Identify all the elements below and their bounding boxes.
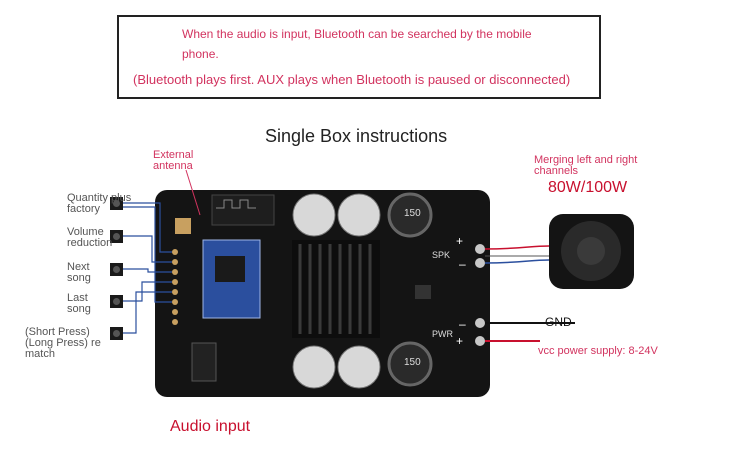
speaker-caption-2: channels: [534, 165, 579, 177]
svg-text:–: –: [459, 317, 466, 331]
svg-text:–: –: [459, 257, 466, 271]
button-wires: [123, 202, 172, 334]
vcc-label: vcc power supply: 8-24V: [538, 345, 658, 357]
antenna-module: [211, 194, 275, 226]
inductor-label-1: 150: [404, 208, 421, 219]
speaker-caption-1: Merging left and right: [534, 154, 638, 166]
note-box: When the audio is input, Bluetooth can b…: [117, 15, 601, 99]
note-line-3: (Bluetooth plays first. AUX plays when B…: [133, 72, 571, 87]
bluetooth-chip: [215, 256, 245, 282]
note-line-2: phone.: [182, 47, 219, 61]
capacitor-3: [292, 345, 336, 389]
inductor-1: [387, 192, 433, 238]
heatsink: [292, 240, 380, 338]
svg-text:+: +: [456, 234, 463, 248]
tact-buttons: [110, 197, 123, 340]
capacitor-4: [337, 345, 381, 389]
inductor-label-2: 150: [404, 357, 421, 368]
button-3-label-1: Next: [67, 261, 90, 273]
button-3-label-2: song: [67, 272, 91, 284]
capacitor-2: [337, 193, 381, 237]
speaker-power: 80W/100W: [548, 179, 628, 196]
inductor-2: [387, 341, 433, 387]
button-1-label-2: factory: [67, 203, 101, 215]
button-5-label-3: match: [25, 348, 55, 360]
note-line-1: When the audio is input, Bluetooth can b…: [182, 27, 532, 41]
button-1-label-1: Quantity plus: [67, 192, 132, 204]
svg-text:+: +: [456, 334, 463, 348]
pwr-label: PWR: [432, 329, 453, 339]
gnd-label: GND: [545, 315, 572, 329]
antenna-pointer: [185, 169, 201, 216]
antenna-label-2: antenna: [153, 160, 193, 172]
button-4-label-2: song: [67, 303, 91, 315]
speaker-dustcap: [577, 237, 605, 265]
button-2-label-1: Volume: [67, 226, 104, 238]
antenna-connector: [175, 218, 191, 234]
audio-jack: [191, 342, 217, 382]
chip: [415, 285, 431, 299]
page-title: Single Box instructions: [265, 126, 448, 146]
audio-input-label: Audio input: [170, 418, 251, 435]
capacitor-1: [292, 193, 336, 237]
button-5-label-1: (Short Press): [25, 326, 90, 338]
spk-label: SPK: [432, 250, 451, 260]
button-2-label-2: reduction: [67, 237, 113, 249]
antenna-label-1: External: [153, 149, 194, 161]
button-4-label-1: Last: [67, 292, 88, 304]
antenna-trace: [216, 199, 256, 209]
button-5-label-2: (Long Press) re: [25, 337, 101, 349]
